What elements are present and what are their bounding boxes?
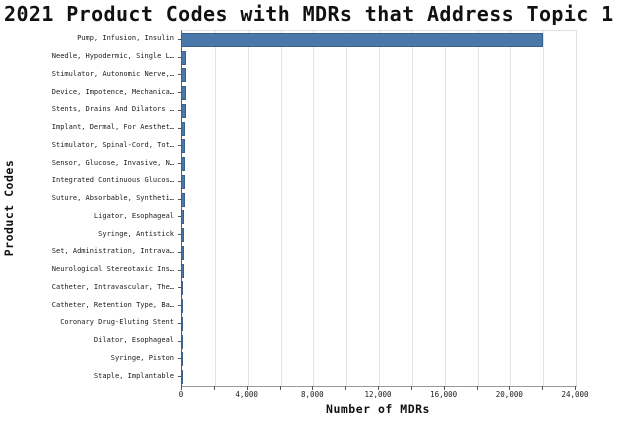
y-category-label: Syringe, Antistick bbox=[98, 229, 174, 238]
bar-8 bbox=[182, 174, 185, 189]
x-tick-mark bbox=[213, 386, 215, 390]
y-category-label: Sensor, Glucose, Invasive, N… bbox=[51, 158, 174, 167]
y-category-label: Set, Administration, Intrava… bbox=[51, 247, 174, 256]
x-tick-label: 0 bbox=[178, 390, 184, 399]
y-tick-mark bbox=[178, 198, 181, 200]
y-tick-mark bbox=[178, 109, 181, 111]
y-tick-mark bbox=[178, 305, 181, 307]
y-tick-mark bbox=[178, 269, 181, 271]
x-tick-label: 24,000 bbox=[561, 390, 589, 399]
y-tick-mark bbox=[178, 163, 181, 165]
y-tick-mark bbox=[178, 180, 181, 182]
bar-1 bbox=[182, 50, 187, 65]
y-tick-mark bbox=[178, 340, 181, 342]
y-tick-mark bbox=[178, 376, 181, 378]
y-tick-mark bbox=[178, 74, 181, 76]
y-category-label: Integrated Continuous Glucos… bbox=[51, 176, 174, 185]
gridline bbox=[313, 31, 315, 386]
x-axis-title: Number of MDRs bbox=[326, 402, 430, 416]
gridline bbox=[477, 31, 479, 386]
x-tick-mark bbox=[476, 386, 478, 390]
y-category-label: Neurological Stereotaxic Ins… bbox=[51, 265, 174, 274]
x-tick-mark bbox=[279, 386, 281, 390]
y-axis-title: Product Codes bbox=[2, 159, 16, 257]
bar-6 bbox=[182, 139, 186, 154]
y-tick-mark bbox=[178, 234, 181, 236]
y-category-label: Device, Impotence, Mechanica… bbox=[51, 87, 174, 96]
gridline bbox=[510, 31, 512, 386]
y-category-label: Needle, Hypodermic, Single L… bbox=[51, 52, 174, 61]
x-tick-label: 12,000 bbox=[364, 390, 392, 399]
bar-18 bbox=[182, 352, 184, 367]
x-tick-mark bbox=[181, 386, 182, 390]
x-tick-label: 16,000 bbox=[430, 390, 458, 399]
y-category-label: Stimulator, Autonomic Nerve,… bbox=[51, 69, 174, 78]
y-tick-mark bbox=[178, 56, 181, 58]
x-tick-label: 8,000 bbox=[301, 390, 324, 399]
bar-10 bbox=[182, 210, 185, 225]
bar-11 bbox=[182, 228, 184, 243]
gridline bbox=[247, 31, 249, 386]
bar-19 bbox=[182, 370, 184, 385]
gridline bbox=[444, 31, 446, 386]
bar-15 bbox=[182, 299, 184, 314]
bar-12 bbox=[182, 245, 184, 260]
y-category-label: Ligator, Esophageal bbox=[93, 211, 174, 220]
y-category-label: Syringe, Piston bbox=[110, 353, 174, 362]
chart-title: 2021 Product Codes with MDRs that Addres… bbox=[4, 2, 614, 26]
y-tick-mark bbox=[178, 38, 181, 40]
gridline bbox=[543, 31, 545, 386]
bar-9 bbox=[182, 192, 185, 207]
gridline bbox=[346, 31, 348, 386]
bar-0 bbox=[182, 32, 544, 47]
y-category-label: Catheter, Retention Type, Ba… bbox=[51, 300, 174, 309]
x-tick-mark bbox=[378, 386, 379, 390]
y-tick-mark bbox=[178, 145, 181, 147]
gridline bbox=[280, 31, 282, 386]
bar-17 bbox=[182, 334, 184, 349]
bar-14 bbox=[182, 281, 184, 296]
gridline bbox=[379, 31, 380, 386]
x-tick-mark bbox=[443, 386, 445, 390]
y-tick-mark bbox=[178, 127, 181, 129]
y-category-label: Implant, Dermal, For Aesthet… bbox=[51, 123, 174, 132]
bar-13 bbox=[182, 263, 184, 278]
x-tick-label: 4,000 bbox=[235, 390, 258, 399]
x-tick-mark bbox=[542, 386, 544, 390]
y-category-label: Staple, Implantable bbox=[93, 371, 174, 380]
y-tick-mark bbox=[178, 322, 181, 324]
bar-2 bbox=[182, 68, 186, 83]
bar-3 bbox=[182, 86, 186, 101]
x-tick-mark bbox=[312, 386, 314, 390]
x-tick-mark bbox=[575, 386, 576, 390]
y-category-label: Stents, Drains And Dilators … bbox=[51, 105, 174, 114]
y-category-label: Catheter, Intravascular, The… bbox=[51, 282, 174, 291]
y-category-label: Suture, Absorbable, Syntheti… bbox=[51, 194, 174, 203]
gridline bbox=[214, 31, 216, 386]
bar-7 bbox=[182, 157, 186, 172]
bar-5 bbox=[182, 121, 186, 136]
y-category-label: Pump, Infusion, Insulin bbox=[77, 34, 174, 43]
y-tick-mark bbox=[178, 358, 181, 360]
y-category-label: Dilator, Esophageal bbox=[93, 336, 174, 345]
gridline bbox=[411, 31, 413, 386]
y-tick-mark bbox=[178, 92, 181, 94]
y-tick-mark bbox=[178, 216, 181, 218]
x-tick-mark bbox=[509, 386, 511, 390]
bar-4 bbox=[182, 103, 186, 118]
y-category-label: Stimulator, Spinal-Cord, Tot… bbox=[51, 140, 174, 149]
x-tick-mark bbox=[246, 386, 248, 390]
y-tick-mark bbox=[178, 287, 181, 289]
y-tick-mark bbox=[178, 251, 181, 253]
x-tick-mark bbox=[410, 386, 412, 390]
bar-16 bbox=[182, 316, 184, 331]
x-tick-mark bbox=[345, 386, 347, 390]
x-tick-label: 20,000 bbox=[495, 390, 523, 399]
plot-area bbox=[181, 30, 577, 387]
y-category-label: Coronary Drug-Eluting Stent bbox=[60, 318, 174, 327]
